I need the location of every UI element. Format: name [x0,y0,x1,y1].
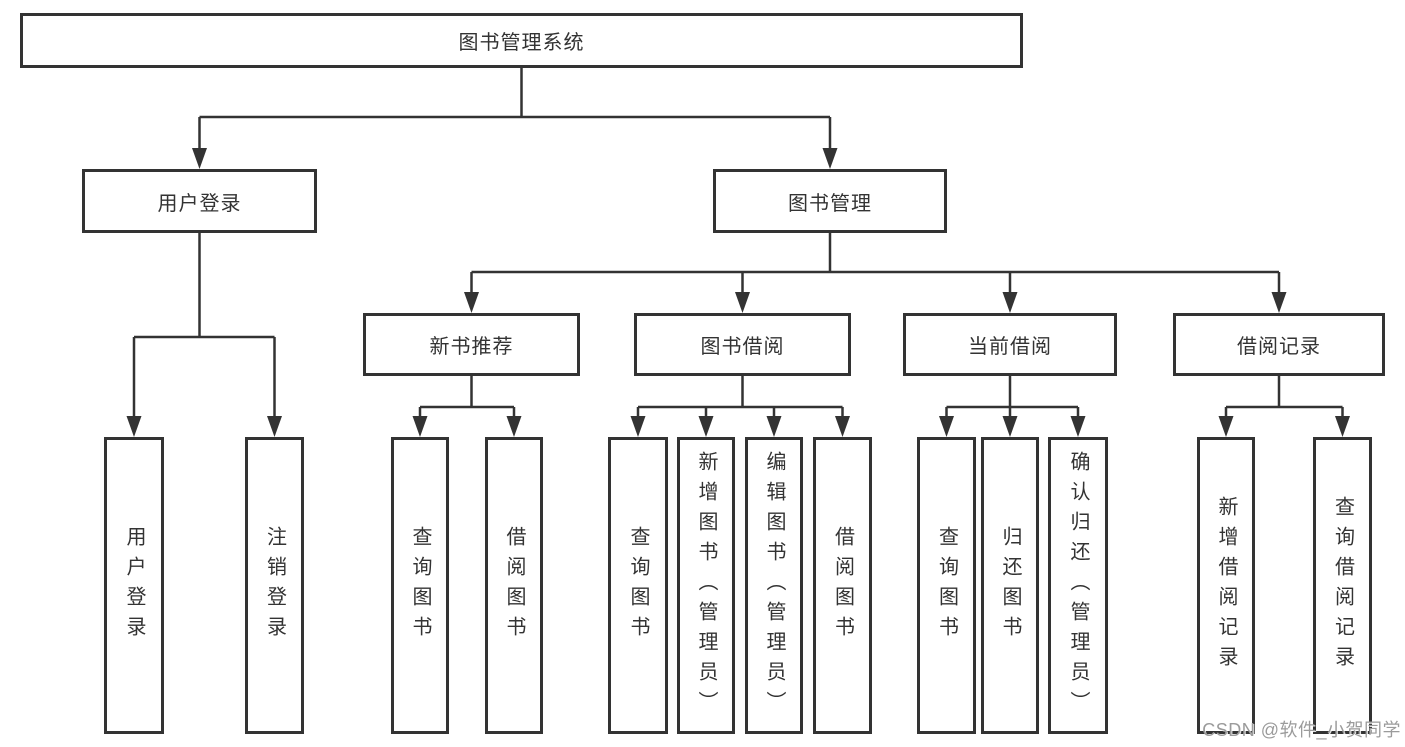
connector-root [198,68,832,150]
node-label: 图书管理 [788,192,872,215]
connector-user-login [132,233,276,418]
node-new-book-recommendation: 新书推荐 [363,313,580,376]
leaf-borrow-books-recommendation: 借阅图书 [485,437,543,734]
leaf-query-books-borrowing: 查询图书 [608,437,668,734]
node-borrowing-records: 借阅记录 [1173,313,1385,376]
node-book-management: 图书管理 [713,169,947,233]
leaf-label: 新增借阅记录 [1215,495,1237,676]
node-label: 借阅记录 [1237,336,1321,358]
leaf-query-books-recommendation: 查询图书 [391,437,449,734]
node-label: 用户登录 [157,192,242,215]
leaf-label: 确认归还（管理员） [1067,450,1089,721]
leaf-add-books-admin: 新增图书（管理员） [677,437,735,734]
leaf-label: 查询图书 [627,525,649,646]
leaf-user-login: 用户登录 [104,437,164,734]
leaf-label: 查询图书 [409,525,431,646]
node-label: 新书推荐 [429,336,514,358]
leaf-label: 用户登录 [123,525,145,646]
leaf-query-books-current: 查询图书 [917,437,976,734]
node-current-borrowing: 当前借阅 [903,313,1117,376]
connector-current [945,376,1080,418]
node-label: 图书管理系统 [458,32,585,54]
leaf-label: 编辑图书（管理员） [763,450,785,721]
node-user-login: 用户登录 [82,169,317,233]
watermark: CSDN @软件_小贺同学 [1202,720,1401,740]
leaf-label: 归还图书 [999,525,1021,646]
leaf-label: 查询借阅记录 [1331,495,1354,676]
leaf-label: 注销登录 [263,525,286,646]
connector-book-management [470,233,1281,294]
arrowheads [126,148,1350,437]
leaf-confirm-return-admin: 确认归还（管理员） [1048,437,1108,734]
connector-records [1224,376,1344,418]
connector-new-book [418,376,516,418]
leaf-label: 新增图书（管理员） [695,450,717,721]
node-book-borrowing: 图书借阅 [634,313,851,376]
leaf-logout: 注销登录 [245,437,304,734]
leaf-borrow-books: 借阅图书 [813,437,872,734]
node-label: 当前借阅 [968,336,1052,358]
leaf-label: 借阅图书 [831,525,854,646]
leaf-edit-books-admin: 编辑图书（管理员） [745,437,803,734]
node-label: 图书借阅 [700,336,785,358]
leaf-return-books: 归还图书 [981,437,1039,734]
leaf-label: 借阅图书 [503,525,525,646]
connector-borrowing [636,376,844,418]
leaf-add-borrowing-record: 新增借阅记录 [1197,437,1255,734]
leaf-label: 查询图书 [935,525,958,646]
node-library-management-system: 图书管理系统 [20,13,1023,68]
leaf-query-borrowing-record: 查询借阅记录 [1313,437,1372,734]
